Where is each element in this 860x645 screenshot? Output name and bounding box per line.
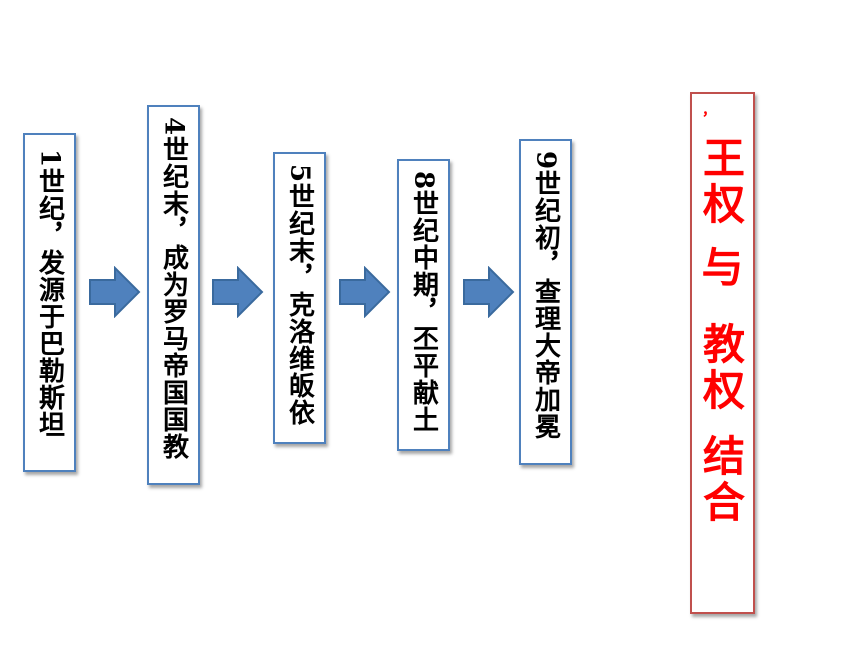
result-line-2: 与 xyxy=(701,243,744,292)
step-text-4: 8世纪中期，丕平献土 xyxy=(408,171,439,434)
result-mark-top: ， xyxy=(702,103,716,119)
result-line-3: 教权 xyxy=(703,320,746,415)
step-text-5: 9世纪初，查理大帝加冕 xyxy=(530,151,561,441)
step-box-1: 1世纪，发源于巴勒斯坦 xyxy=(23,133,76,472)
step-box-5: 9世纪初，查理大帝加冕 xyxy=(519,139,572,465)
right-arrow-icon xyxy=(212,266,264,318)
result-line-4: 结合 xyxy=(703,432,746,527)
step-text-1: 1世纪，发源于巴勒斯坦 xyxy=(34,149,65,439)
result-line-1: 王权 xyxy=(703,134,746,229)
right-arrow-icon xyxy=(463,266,515,318)
right-arrow-icon xyxy=(89,266,141,318)
step-box-3: 5世纪末，克洛维皈依 xyxy=(273,152,326,444)
step-box-2: 4世纪末，成为罗马帝国国教 xyxy=(147,105,200,485)
step-box-4: 8世纪中期，丕平献土 xyxy=(397,159,450,451)
step-text-2: 4世纪末，成为罗马帝国国教 xyxy=(158,117,189,461)
step-text-3: 5世纪末，克洛维皈依 xyxy=(284,164,315,427)
result-mark-middle: ， xyxy=(732,269,746,285)
result-box: ， 王权 与 ， 教权 结合 xyxy=(690,92,755,614)
right-arrow-icon xyxy=(339,266,391,318)
